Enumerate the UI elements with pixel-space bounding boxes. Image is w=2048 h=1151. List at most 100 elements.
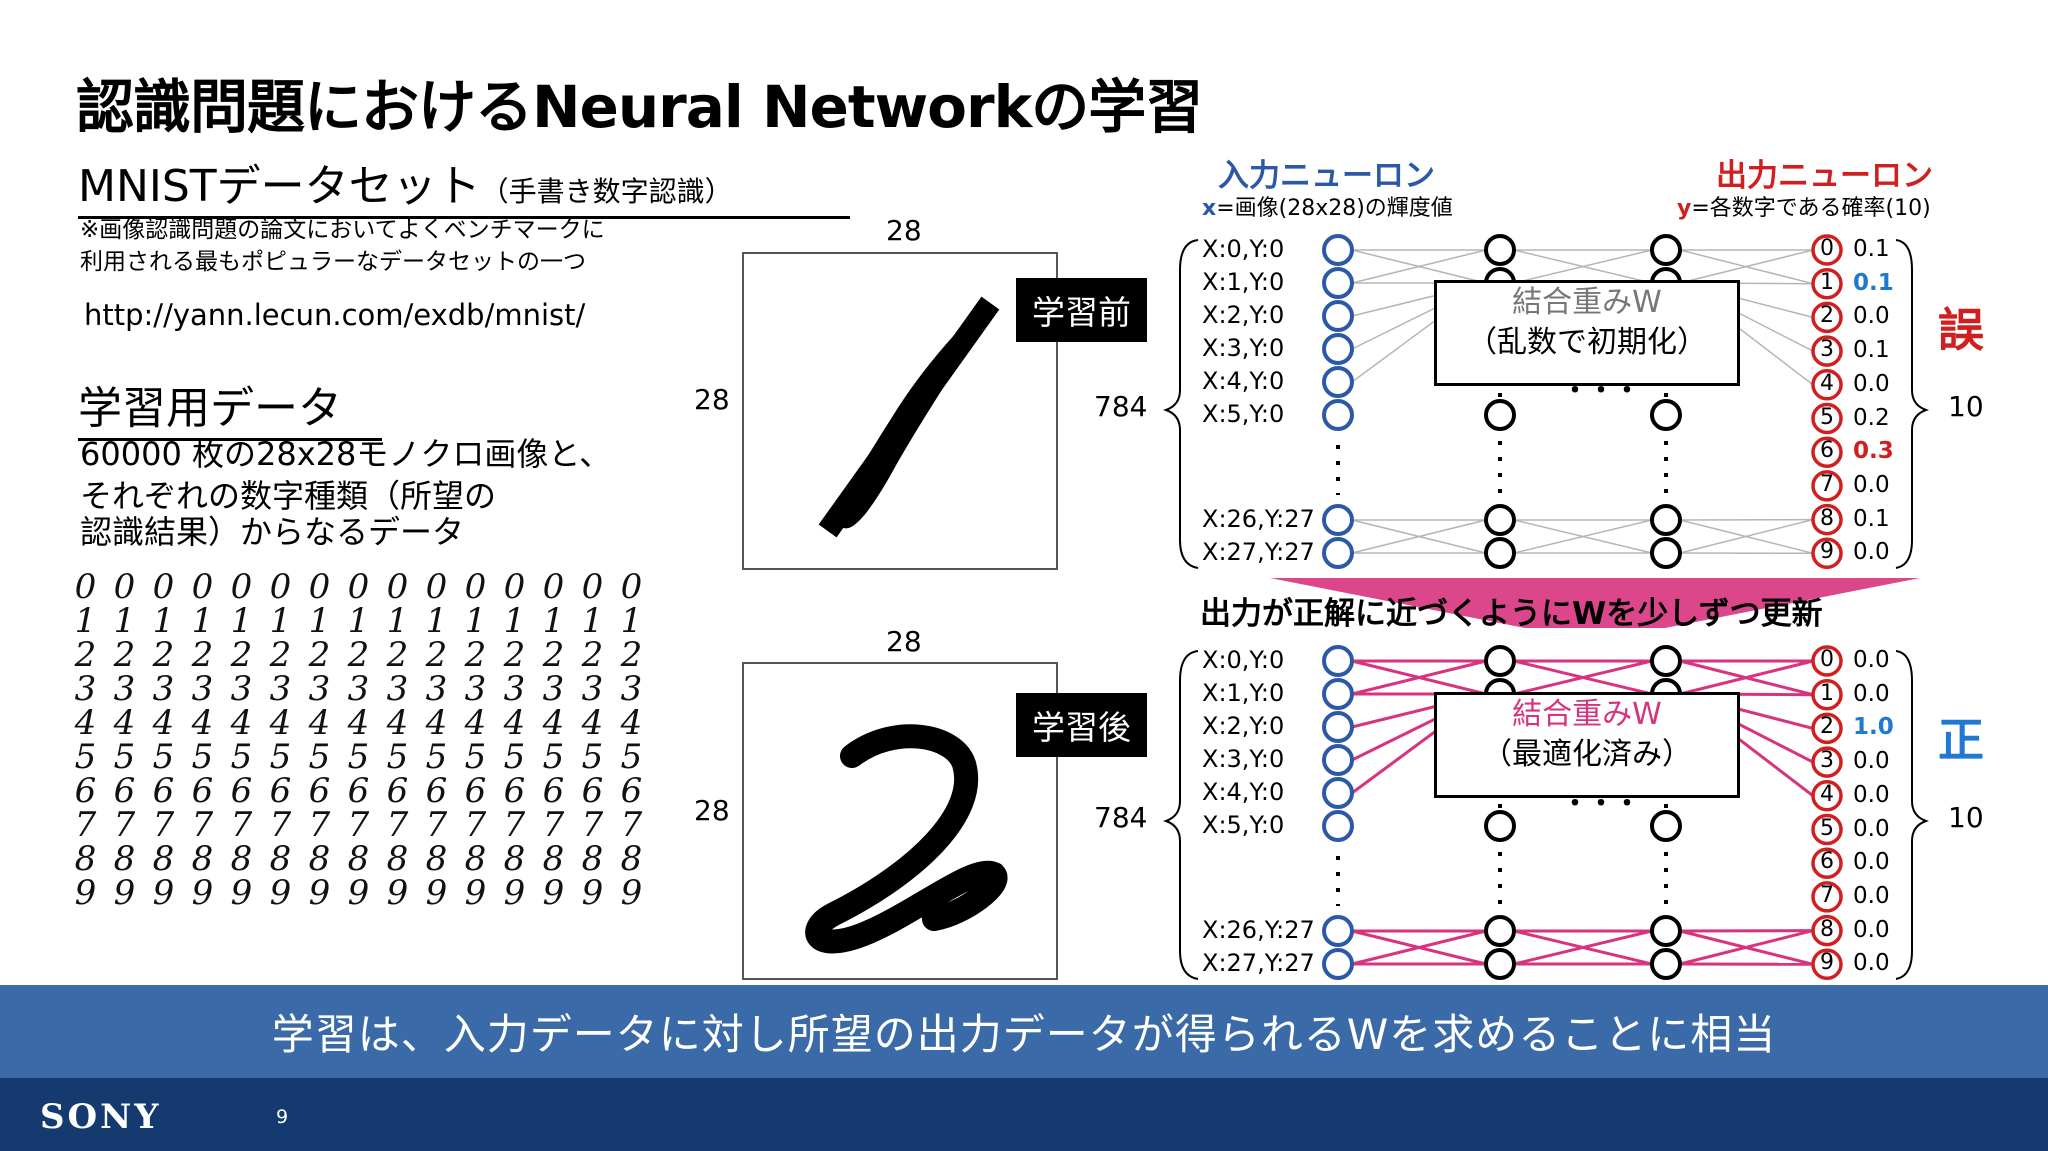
digit-sample: 5 bbox=[620, 737, 643, 777]
output-index: 4 bbox=[1820, 370, 1834, 396]
weight-box-after: 結合重みW （最適化済み） bbox=[1434, 692, 1740, 798]
output-value: 0.0 bbox=[1853, 539, 1890, 566]
digit-sample: 8 bbox=[464, 839, 487, 879]
digit-sample: 5 bbox=[113, 737, 136, 777]
digit-sample: 1 bbox=[191, 601, 214, 641]
digit-sample: 6 bbox=[542, 771, 565, 811]
output-index: 0 bbox=[1820, 647, 1834, 672]
digit-sample: 8 bbox=[386, 839, 409, 879]
digit-sample: 7 bbox=[152, 805, 175, 845]
digit-sample: 1 bbox=[581, 601, 604, 641]
digit-sample: 1 bbox=[113, 601, 136, 641]
digit-sample: 5 bbox=[74, 737, 97, 777]
ellipsis-before: ・・・ bbox=[1562, 376, 1641, 406]
mnist-heading: MNISTデータセット（手書き数字認識） bbox=[78, 150, 850, 219]
digit-sample: 8 bbox=[113, 839, 136, 879]
digit-sample: 9 bbox=[503, 873, 526, 913]
output-index: 4 bbox=[1820, 781, 1834, 807]
digit-sample: 3 bbox=[542, 669, 565, 709]
digit-sample: 6 bbox=[230, 771, 253, 811]
digit-sample: 1 bbox=[464, 601, 487, 641]
digit-sample: 3 bbox=[620, 669, 643, 709]
image-width-label: 28 bbox=[886, 214, 922, 247]
digit-sample: 8 bbox=[308, 839, 331, 879]
digit-sample: 2 bbox=[542, 635, 565, 675]
digit-sample: 5 bbox=[308, 737, 331, 777]
image-height-label-after: 28 bbox=[694, 794, 730, 827]
digit-sample: 0 bbox=[152, 567, 175, 607]
digit-sample: 9 bbox=[581, 873, 604, 913]
output-neuron-title: 出力ニューロン bbox=[1716, 158, 1933, 194]
output-index: 8 bbox=[1820, 505, 1834, 531]
digit-sample: 1 bbox=[74, 601, 97, 641]
digit-sample: 9 bbox=[191, 873, 214, 913]
digit-sample: 5 bbox=[386, 737, 409, 777]
output-count: 10 bbox=[1948, 801, 1984, 834]
digit-sample: 4 bbox=[269, 703, 292, 743]
digit-sample: 7 bbox=[581, 805, 604, 845]
digit-sample: 3 bbox=[581, 669, 604, 709]
output-value: 0.1 bbox=[1853, 337, 1890, 364]
output-index: 7 bbox=[1820, 882, 1834, 908]
digit-sample: 6 bbox=[620, 771, 643, 811]
input-label: X:27,Y:27 bbox=[1202, 949, 1315, 977]
digit-1-image bbox=[818, 296, 1000, 538]
digit-sample: 6 bbox=[113, 771, 136, 811]
footer-bar bbox=[0, 1078, 2048, 1151]
input-label: X:2,Y:0 bbox=[1202, 712, 1285, 740]
digit-sample: 0 bbox=[464, 567, 487, 607]
digit-sample: 0 bbox=[74, 567, 97, 607]
image-width-label-after: 28 bbox=[886, 625, 922, 658]
digit-sample: 3 bbox=[74, 669, 97, 709]
digit-sample: 2 bbox=[464, 635, 487, 675]
digit-sample: 8 bbox=[581, 839, 604, 879]
output-value: 0.2 bbox=[1853, 404, 1890, 431]
weight-title-before: 結合重みW bbox=[1512, 285, 1662, 320]
digit-sample: 5 bbox=[425, 737, 448, 777]
mnist-url[interactable]: http://yann.lecun.com/exdb/mnist/ bbox=[84, 298, 586, 332]
output-index: 2 bbox=[1820, 714, 1834, 740]
sony-logo: SONY bbox=[40, 1097, 162, 1137]
digit-sample: 2 bbox=[152, 635, 175, 675]
output-value: 0.1 bbox=[1853, 269, 1894, 296]
input-label: X:5,Y:0 bbox=[1202, 811, 1285, 839]
digit-sample: 8 bbox=[74, 839, 97, 879]
output-index: 0 bbox=[1820, 236, 1834, 261]
digit-sample: 8 bbox=[620, 839, 643, 879]
digit-sample: 1 bbox=[347, 601, 370, 641]
input-label: X:26,Y:27 bbox=[1202, 916, 1315, 944]
digit-sample: 9 bbox=[542, 873, 565, 913]
output-count: 10 bbox=[1948, 390, 1984, 423]
digit-sample: 3 bbox=[191, 669, 214, 709]
digit-sample: 4 bbox=[113, 703, 136, 743]
input-label: X:4,Y:0 bbox=[1202, 367, 1285, 395]
digit-sample: 8 bbox=[425, 839, 448, 879]
page-title: 認識問題におけるNeural Networkの学習 bbox=[76, 73, 1203, 141]
digit-sample: 8 bbox=[542, 839, 565, 879]
digit-sample: 2 bbox=[620, 635, 643, 675]
digit-sample: 6 bbox=[581, 771, 604, 811]
digit-sample: 9 bbox=[230, 873, 253, 913]
digit-sample: 5 bbox=[230, 737, 253, 777]
input-count: 784 bbox=[1094, 801, 1148, 834]
digit-sample: 5 bbox=[152, 737, 175, 777]
digit-sample: 0 bbox=[230, 567, 253, 607]
digit-sample: 4 bbox=[464, 703, 487, 743]
digit-sample: 0 bbox=[620, 567, 643, 607]
digit-sample: 7 bbox=[269, 805, 292, 845]
digit-sample: 3 bbox=[503, 669, 526, 709]
output-value: 0.0 bbox=[1853, 916, 1890, 943]
output-value: 0.0 bbox=[1853, 950, 1890, 977]
mnist-image-after bbox=[742, 662, 1058, 980]
digit-sample: 0 bbox=[269, 567, 292, 607]
output-value: 0.0 bbox=[1853, 882, 1890, 909]
after-learning-badge: 学習後 bbox=[1016, 693, 1147, 757]
digit-sample: 0 bbox=[425, 567, 448, 607]
output-value: 0.0 bbox=[1853, 815, 1890, 842]
digit-sample: 2 bbox=[347, 635, 370, 675]
digit-sample: 9 bbox=[464, 873, 487, 913]
output-index: 6 bbox=[1820, 849, 1834, 875]
